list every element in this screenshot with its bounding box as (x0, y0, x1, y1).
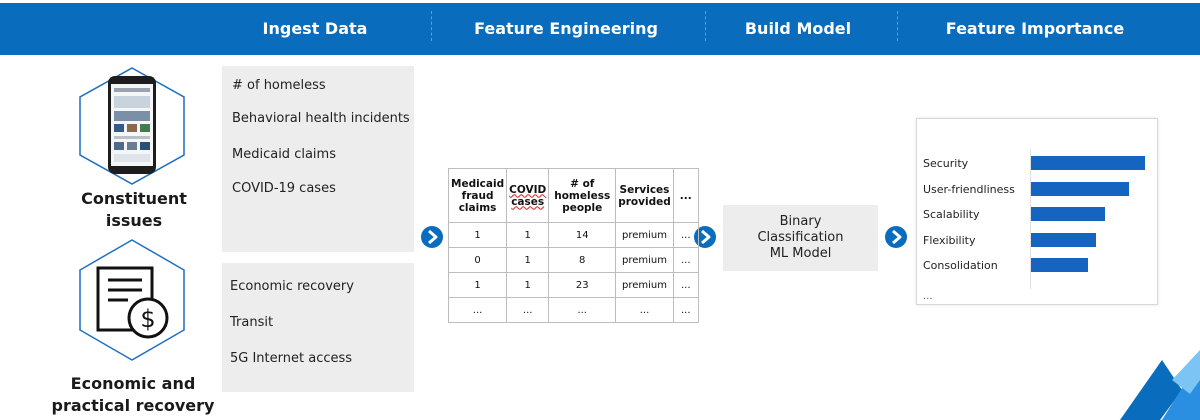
phone-icon (79, 67, 185, 185)
corner-logo-shape (1120, 350, 1200, 420)
importance-bar (1031, 207, 1105, 221)
table-row: ... ... ... ... ... (447, 297, 699, 323)
table-row: 1 1 23 premium ... (447, 272, 699, 298)
list-item: Behavioral health incidents (232, 111, 410, 126)
column-header: COVID cases (506, 168, 550, 223)
more-features-ellipsis: ... (923, 291, 933, 302)
feature-label: Consolidation (923, 259, 998, 272)
chevron-right-icon (421, 226, 443, 248)
list-item: Economic recovery (230, 279, 354, 294)
list-item: Transit (230, 315, 274, 330)
step-feature-engineering: Feature Engineering (474, 19, 658, 38)
list-item: 5G Internet access (230, 351, 353, 366)
list-item: # of homeless (232, 78, 326, 93)
table-row: 1 1 14 premium ... (447, 222, 699, 248)
economic-data-list: Economic recovery Transit 5G Internet ac… (222, 263, 414, 392)
importance-bar (1031, 156, 1145, 170)
header-divider (431, 11, 432, 41)
table-row: 0 1 8 premium ... (447, 247, 699, 273)
importance-bar (1031, 232, 1096, 247)
step-feature-importance: Feature Importance (945, 19, 1125, 38)
feature-label: Security (923, 157, 969, 170)
invoice-dollar-icon: $ (79, 239, 185, 361)
column-header: # of homeless people (548, 168, 617, 223)
list-item: COVID-19 cases (232, 181, 336, 196)
feature-label: Scalability (923, 208, 980, 221)
pipeline-header: Ingest Data Feature Engineering Build Mo… (0, 3, 1200, 55)
column-header: Medicaid fraud claims (447, 168, 508, 223)
feature-table: Medicaid fraud claims COVID cases # of h… (447, 168, 699, 323)
ml-model-box: Binary Classification ML Model (723, 205, 878, 271)
column-header: ... (672, 168, 699, 223)
importance-bar (1031, 258, 1088, 272)
step-ingest-data: Ingest Data (262, 19, 368, 38)
chart-axis (1030, 149, 1031, 289)
feature-label: Flexibility (923, 233, 976, 247)
chevron-right-icon (885, 226, 907, 248)
economic-recovery-label: Economic and practical recovery (51, 374, 215, 415)
constituent-data-list: # of homeless Behavioral health incident… (222, 66, 414, 252)
list-item: Medicaid claims (232, 147, 336, 162)
step-build-model: Build Model (744, 19, 852, 38)
chevron-right-icon (694, 226, 716, 248)
svg-text:$: $ (140, 305, 155, 333)
column-header: Services provided (615, 168, 674, 223)
header-divider (705, 11, 706, 41)
importance-bar (1031, 181, 1129, 196)
table-header-row: Medicaid fraud claims COVID cases # of h… (447, 168, 699, 223)
feature-label: User-friendliness (923, 182, 1015, 196)
constituent-issues-label: Constituent issues (81, 189, 187, 230)
header-divider (897, 11, 898, 41)
